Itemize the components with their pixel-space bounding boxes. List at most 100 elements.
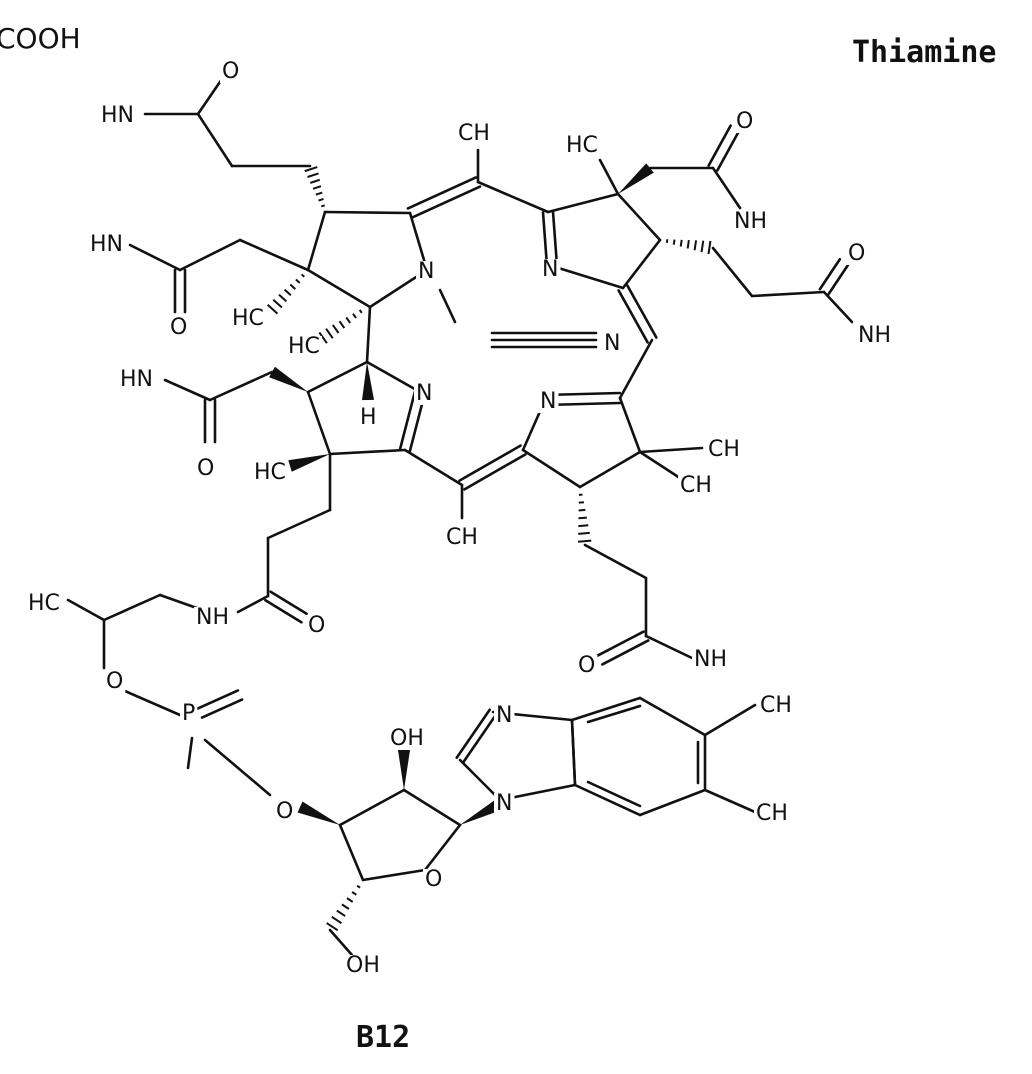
methyl-group-label: HC <box>254 460 286 485</box>
single-bond <box>203 738 272 797</box>
hashed-bond <box>312 185 322 190</box>
hashed-bond <box>578 516 587 520</box>
double-bond <box>707 124 732 167</box>
hashed-bond <box>289 283 296 290</box>
methyl-group-label: HC <box>566 133 598 158</box>
double-bond <box>406 176 478 210</box>
methyl-group-label: CH <box>756 801 788 826</box>
oxygen-atom-label: O <box>170 315 187 340</box>
single-bond <box>438 288 457 324</box>
label-mask <box>180 703 198 725</box>
single-bond <box>408 211 429 272</box>
label-mask <box>538 391 559 413</box>
methyl-group-label: HC <box>288 334 320 359</box>
amine-group-label: NH <box>196 605 229 630</box>
hashed-bond <box>325 328 334 339</box>
amine-group-label: HN <box>90 232 123 257</box>
single-bond <box>621 238 662 290</box>
label-mask <box>88 234 125 256</box>
single-bond <box>822 290 854 324</box>
label-mask <box>388 728 426 750</box>
single-bond <box>338 788 406 827</box>
single-bond <box>618 338 654 400</box>
label-mask <box>99 105 136 127</box>
label-mask <box>456 123 492 145</box>
hashed-bond <box>578 539 592 543</box>
single-bond <box>208 370 274 402</box>
single-bond <box>196 112 234 168</box>
hashed-bond <box>272 298 283 309</box>
wedge-bond <box>618 163 654 194</box>
amine-group-label: NH <box>734 209 767 234</box>
hashed-bond <box>309 178 321 184</box>
single-bond <box>750 290 826 298</box>
double-bond <box>458 444 522 482</box>
label-mask <box>564 135 600 157</box>
hashed-bond <box>326 922 339 932</box>
wedge-bond <box>288 454 330 472</box>
label-mask <box>118 369 155 391</box>
single-bond <box>163 378 212 402</box>
double-bond <box>626 284 658 339</box>
hashed-bond <box>266 304 279 315</box>
hashed-bond <box>336 909 346 917</box>
single-bond <box>266 508 332 540</box>
single-bond <box>306 360 369 394</box>
oxygen-atom-label: O <box>106 669 123 694</box>
single-bond <box>196 74 226 116</box>
hashed-bond <box>358 309 363 314</box>
hashed-bond <box>665 239 669 243</box>
label-mask <box>734 111 756 133</box>
single-bond <box>638 696 707 737</box>
label-mask <box>444 527 480 549</box>
label-mask <box>602 333 623 355</box>
hydrogen-atom-label: H <box>360 405 377 430</box>
label-mask <box>856 325 893 347</box>
double-bond <box>716 129 741 172</box>
wedge-bond <box>297 801 340 825</box>
single-bond <box>66 598 106 622</box>
wedge-bond <box>398 750 410 790</box>
label-mask <box>416 261 437 283</box>
hashed-bond <box>315 191 323 196</box>
single-bond <box>128 243 182 272</box>
single-bond <box>583 543 648 580</box>
double-bond <box>818 257 842 291</box>
label-mask <box>576 655 598 677</box>
amine-group-label: NH <box>694 647 727 672</box>
single-bond <box>570 696 642 722</box>
hashed-bond <box>346 897 354 903</box>
hashed-bond <box>679 239 683 247</box>
single-bond <box>598 158 620 196</box>
oxygen-atom-label: O <box>276 799 293 824</box>
label-mask <box>26 593 62 615</box>
single-bond <box>586 704 642 724</box>
wedge-bond <box>269 366 308 392</box>
nitrogen-atom-label: N <box>418 259 434 284</box>
corner-fragment-label: COOH <box>0 22 81 55</box>
label-mask <box>358 407 379 429</box>
single-bond <box>116 686 182 717</box>
single-bond <box>402 788 462 827</box>
double-bond <box>601 639 650 666</box>
double-bond <box>264 598 303 624</box>
double-bond <box>463 453 527 491</box>
label-mask <box>494 793 515 815</box>
double-bond <box>269 590 308 616</box>
single-bond <box>570 718 577 787</box>
methyl-group-label: CH <box>446 525 478 550</box>
amine-group-label: NH <box>858 323 891 348</box>
hashed-bond <box>672 239 676 245</box>
label-mask <box>194 607 231 629</box>
hashed-bond <box>356 884 361 889</box>
single-bond <box>306 268 372 309</box>
nitrogen-atom-label: N <box>496 791 512 816</box>
single-bond <box>328 448 407 456</box>
double-bond <box>398 389 417 451</box>
oxygen-atom-label: O <box>848 241 865 266</box>
label-mask <box>540 259 561 281</box>
hashed-bond <box>295 278 301 284</box>
label-mask <box>220 61 242 83</box>
